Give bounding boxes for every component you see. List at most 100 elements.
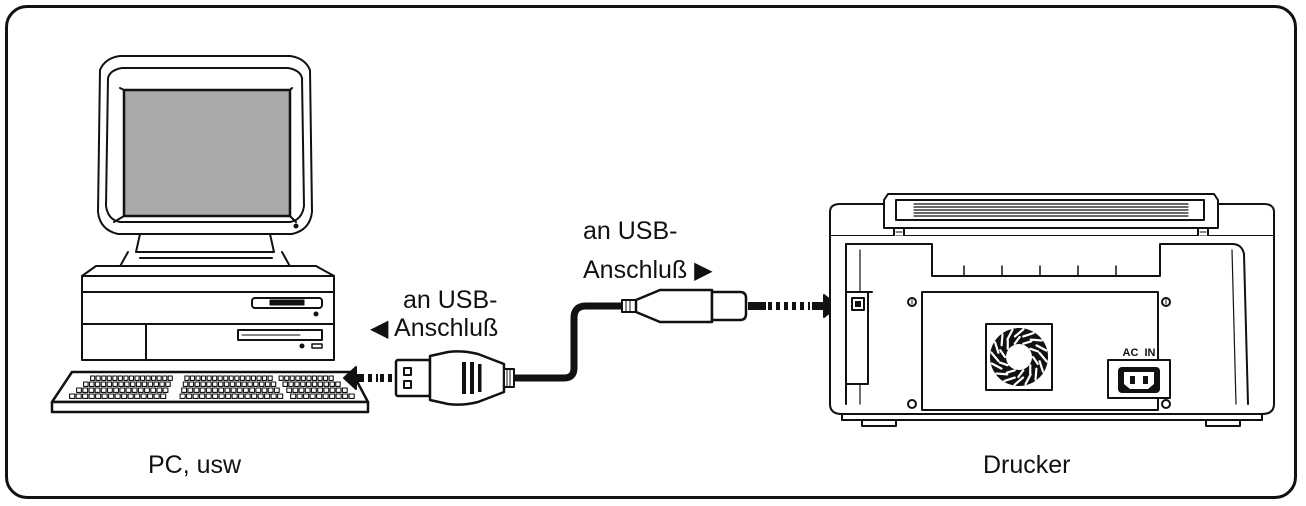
keyboard-key (101, 375, 107, 381)
fan-slot (999, 349, 1007, 359)
fan-slot (1005, 369, 1016, 374)
keyboard-key (112, 381, 118, 387)
keyboard-key (147, 393, 154, 399)
fan-slot (1038, 351, 1048, 363)
keyboard-key (106, 387, 113, 393)
keyboard-key (100, 387, 107, 393)
keyboard-key (141, 381, 148, 387)
keyboard-key (167, 375, 173, 381)
fan-slot (1003, 376, 1016, 382)
pc-tower-icon (81, 265, 335, 361)
pc-usb-cable (343, 302, 624, 406)
keyboard-key (112, 375, 118, 381)
keyboard-key (335, 381, 341, 387)
keyboard-key (147, 381, 154, 387)
keyboard-key (90, 375, 96, 381)
keyboard-key (182, 381, 189, 387)
fan-slot (1038, 360, 1045, 373)
keyboard-key (261, 387, 268, 393)
keyboard-key (119, 387, 126, 393)
keyboard-key (244, 393, 251, 399)
keyboard-key (335, 393, 342, 399)
fan-slot (1006, 328, 1014, 341)
keyboard-key (129, 381, 136, 387)
keyboard-key (124, 381, 130, 387)
keyboard-key (245, 375, 251, 381)
keyboard-key (335, 387, 342, 393)
keyboard-key (306, 375, 312, 381)
left-arrow-icon: ◀ (370, 315, 389, 342)
printer-caption: Drucker (983, 451, 1071, 479)
keyboard-key (316, 393, 323, 399)
keyboard-key (113, 387, 120, 393)
fan-slot (1029, 338, 1043, 342)
keyboard-key (317, 381, 324, 387)
keyboard-key (277, 393, 284, 399)
keyboard-key (144, 387, 150, 393)
keyboard-key (251, 393, 258, 399)
keyboard-key (292, 387, 299, 393)
keyboard-key (256, 375, 262, 381)
keyboard-key (134, 375, 140, 381)
keyboard-key (121, 393, 128, 399)
pc-caption: PC, usw (148, 451, 242, 479)
keyboard-key (217, 375, 223, 381)
keyboard-key (329, 387, 336, 393)
keyboard-key (156, 375, 162, 381)
keyboard-key (328, 375, 334, 381)
keyboard-key (181, 387, 188, 393)
keyboard-key (322, 375, 329, 381)
keyboard-key (258, 381, 265, 387)
keyboard-key (329, 393, 336, 399)
keyboard-key (206, 381, 212, 387)
fan-slot (1022, 332, 1035, 338)
keyboard-key (242, 387, 249, 393)
keyboard-key (162, 375, 168, 381)
keyboard-key (217, 381, 224, 387)
keyboard-key (270, 393, 277, 399)
keyboard-key (238, 393, 245, 399)
keyboard-key (199, 387, 206, 393)
keyboard-key (286, 387, 293, 393)
keyboard-key (162, 387, 169, 393)
keyboard-key (137, 387, 144, 393)
keyboard-key (205, 393, 212, 399)
keyboard-key (108, 393, 115, 399)
keyboard-key (165, 381, 171, 387)
keyboard-key (195, 375, 201, 381)
fan-slot (1000, 333, 1004, 347)
fan-slot (1034, 367, 1038, 381)
keyboard-key (194, 381, 201, 387)
keyboard-key (69, 393, 76, 399)
keyboard-key (290, 393, 297, 399)
pc-port-label-line2: Anschluß (394, 314, 499, 342)
keyboard-key (184, 375, 190, 381)
fan-slot (1035, 344, 1048, 352)
fan-slot (995, 372, 1009, 376)
keyboard-key (193, 387, 200, 393)
keyboard-key (94, 387, 101, 393)
fan-slot (1013, 335, 1021, 345)
keyboard-key (270, 381, 277, 387)
usb-a-plug-icon (394, 350, 515, 406)
keyboard-key (127, 393, 134, 399)
keyboard-key (267, 387, 274, 393)
keyboard-key (234, 375, 240, 381)
keyboard-key (82, 393, 89, 399)
fan-slot (1024, 373, 1032, 386)
keyboard-key (159, 381, 165, 387)
keyboard-key (305, 381, 312, 387)
keyboard-key (225, 393, 232, 399)
keyboard-key (309, 393, 316, 399)
keyboard-key (88, 381, 95, 387)
keyboard-key (75, 393, 82, 399)
fan-grille-icon (985, 323, 1053, 391)
keyboard-key (235, 381, 242, 387)
keyboard-key (187, 387, 194, 393)
keyboard-key (311, 381, 318, 387)
usb-b-plug-icon (621, 288, 839, 324)
keyboard-key (135, 381, 142, 387)
keyboard-key (150, 387, 157, 393)
keyboard-key (101, 393, 108, 399)
